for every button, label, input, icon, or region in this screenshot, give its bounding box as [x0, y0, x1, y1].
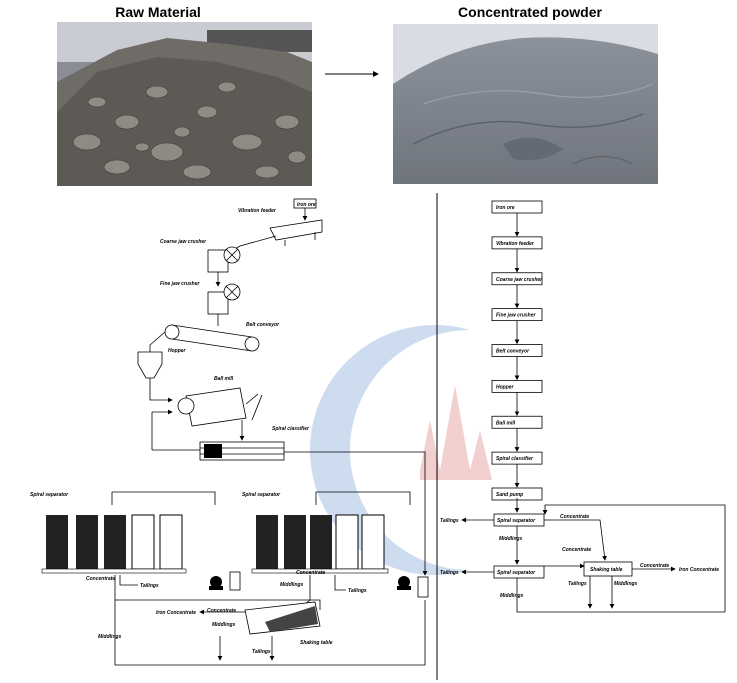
iron-concentrate-label: Iron Concentrate	[156, 610, 196, 616]
spiral-classifier	[199, 441, 285, 461]
sand-pump-1	[209, 576, 223, 590]
flow-concentrate-1-label: Concentrate	[560, 514, 589, 520]
equipment-diagram: Iron ore Vibration feeder Coarse jaw cru…	[30, 198, 429, 666]
watermark-logo	[310, 325, 492, 575]
flow-concentrate-2-label: Concentrate	[562, 547, 591, 553]
pump-box	[229, 571, 241, 591]
flow-step-label: Coarse jaw crusher	[496, 277, 543, 283]
flow-step-label: Sand pump	[496, 492, 523, 498]
flow-tailings-2-label: Tailings	[440, 570, 459, 576]
flow-middlings-1-label: Middlings	[499, 536, 523, 542]
spiral-separator-2-label: Spiral separator	[242, 492, 281, 498]
flow-spiral-separator-2-label: Spiral separator	[497, 570, 536, 576]
shaking-table	[244, 601, 321, 635]
concentrate-2-label: Concentrate	[296, 570, 325, 576]
flow-concentrate-3-label: Concentrate	[640, 563, 669, 569]
belt-conveyor-label: Belt conveyor	[246, 322, 280, 328]
pump-box-2	[417, 576, 429, 598]
ball-mill	[177, 387, 263, 427]
spiral-separator-1-label: Spiral separator	[30, 492, 69, 498]
flow-step-label: Fine jaw crusher	[496, 313, 537, 319]
concentrated-powder-title: Concentrated powder	[458, 4, 602, 20]
flow-spiral-separator-1-label: Spiral separator	[497, 518, 536, 524]
coarse-jaw-crusher-label: Coarse jaw crusher	[160, 239, 207, 245]
flow-middlings-3-label: Middlings	[614, 581, 638, 587]
tailings-1-label: Tailings	[140, 583, 159, 589]
flow-tailings-3-label: Tailings	[568, 581, 587, 587]
middlings-3-label: Middlings	[98, 634, 122, 640]
middlings-2-label: Middlings	[212, 622, 236, 628]
concentrated-powder-photo	[393, 24, 658, 184]
middlings-1-label: Middlings	[280, 582, 304, 588]
flow-step-label: Belt conveyor	[496, 349, 530, 355]
flow-step-label: Vibration feeder	[496, 241, 535, 247]
rock-pile-image	[57, 22, 312, 186]
ball-mill-label: Ball mill	[214, 376, 234, 382]
tailings-3-label: Tailings	[252, 649, 271, 655]
shaking-table-label: Shaking table	[300, 640, 333, 646]
concentrate-3-label: Concentrate	[207, 608, 236, 614]
raw-material-photo	[57, 22, 312, 186]
tailings-2-label: Tailings	[348, 588, 367, 594]
flow-middlings-2-label: Middlings	[500, 593, 524, 599]
flowchart-branches: Spiral separator Tailings Concentrate Mi…	[440, 498, 726, 613]
flow-tailings-1-label: Tailings	[440, 518, 459, 524]
vibration-feeder	[269, 219, 323, 241]
hopper	[137, 351, 163, 379]
flow-iron-concentrate-label: Iron Concentrate	[679, 567, 719, 573]
belt-conveyor	[164, 324, 260, 352]
iron-ore-label: Iron ore	[297, 202, 316, 208]
flow-step-label: Hopper	[496, 384, 515, 390]
flow-shaking-table-label: Shaking table	[590, 567, 623, 573]
spiral-separator-bank-2	[251, 514, 389, 574]
flow-step-label: Spiral classifier	[496, 456, 534, 462]
powder-pile-image	[393, 37, 658, 184]
flow-step-label: Iron ore	[496, 205, 515, 211]
concentrate-1-label: Concentrate	[86, 576, 115, 582]
raw-material-title: Raw Material	[115, 4, 201, 20]
vibration-feeder-label: Vibration feeder	[238, 208, 277, 214]
sand-pump-2	[397, 576, 411, 590]
fine-jaw-crusher-label: Fine jaw crusher	[160, 281, 201, 287]
flow-step-label: Ball mill	[496, 420, 516, 426]
spiral-separator-bank-1	[41, 514, 187, 574]
hopper-label: Hopper	[168, 348, 187, 354]
spiral-classifier-label: Spiral classifier	[272, 426, 310, 432]
